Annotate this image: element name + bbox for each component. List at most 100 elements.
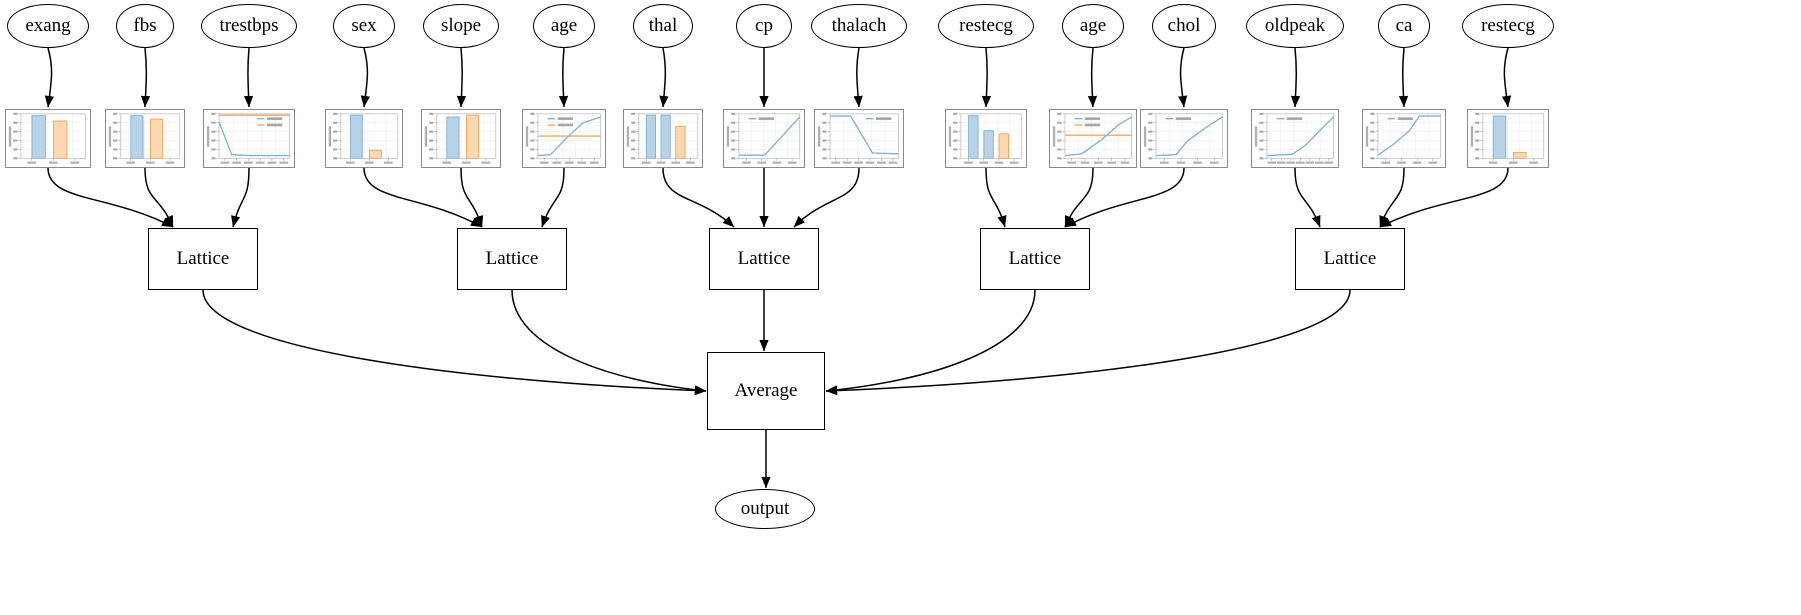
feature-node-fbs[interactable]: fbs [116,4,174,48]
feature-node-restecg[interactable]: restecg [938,4,1034,48]
feature-node-ca[interactable]: ca [1378,4,1430,48]
edge [1294,167,1321,228]
plot-svg [726,112,801,164]
feature-node-oldpeak[interactable]: oldpeak [1246,4,1344,48]
feature-label: restecg [959,15,1013,36]
edge [1178,47,1188,108]
feature-node-chol[interactable]: chol [1152,4,1216,48]
lattice-node-1[interactable]: Lattice [148,228,258,290]
calibrator-plot-ca[interactable] [1362,109,1446,168]
feature-node-restecg[interactable]: restecg [1462,4,1554,48]
lattice-label: Lattice [176,248,230,269]
calibrator-plot-slope[interactable] [421,109,501,168]
edge [144,167,174,228]
lattice-node-4[interactable]: Lattice [980,228,1090,290]
plot-svg [1143,112,1224,164]
edge [981,47,992,108]
plot-svg [108,112,181,164]
calibrator-plot-chol[interactable] [1140,109,1228,168]
edge [243,47,254,108]
plot-svg [948,112,1023,164]
plot-svg [1365,112,1442,164]
plot-svg [8,112,87,164]
calibrator-plot-age[interactable] [522,109,606,168]
calibrator-plot-thal[interactable] [623,109,703,168]
edge [202,289,707,396]
edge [363,167,483,228]
calibrator-plot-fbs[interactable] [105,109,185,168]
calibrator-plot-cp[interactable] [723,109,805,168]
plot-svg [525,112,602,164]
output-label: output [740,498,790,519]
average-label: Average [734,380,798,401]
lattice-node-5[interactable]: Lattice [1295,228,1405,290]
edge [360,47,370,108]
edge [456,47,467,108]
plot-svg [328,112,399,164]
edge [1379,167,1405,228]
plot-svg [424,112,497,164]
feature-node-exang[interactable]: exang [7,4,89,48]
plot-svg [1254,112,1335,164]
edge [558,47,569,108]
output-node[interactable]: output [715,489,815,529]
feature-node-sex[interactable]: sex [333,4,395,48]
edge [460,167,484,228]
edge [1290,47,1301,108]
feature-node-thal[interactable]: thal [633,4,693,48]
lattice-node-3[interactable]: Lattice [709,228,819,290]
feature-label: sex [351,15,377,36]
edge [541,167,565,228]
calibrator-plot-restecg[interactable] [945,109,1027,168]
calibrator-plot-exang[interactable] [5,109,91,168]
feature-label: thalach [831,15,887,36]
feature-label: trestbps [219,15,279,36]
feature-label: age [1079,15,1107,36]
edge [1064,167,1094,228]
calibrator-plot-thalach[interactable] [814,109,904,168]
feature-node-trestbps[interactable]: trestbps [201,4,297,48]
plot-svg [206,112,290,164]
calibrator-plot-restecg[interactable] [1467,109,1549,168]
edge [985,167,1007,228]
calibrator-plot-sex[interactable] [325,109,403,168]
calibrator-plot-age[interactable] [1049,109,1137,168]
feature-label: fbs [133,15,157,36]
edge [662,167,735,228]
edge [793,167,860,228]
plot-svg [1052,112,1132,164]
edge [1398,47,1409,108]
feature-label: oldpeak [1264,15,1326,36]
feature-label: thal [648,15,678,36]
feature-label: chol [1167,15,1201,36]
edge [1379,167,1509,228]
edge [1064,167,1185,228]
calibrator-plot-trestbps[interactable] [203,109,295,168]
lattice-label: Lattice [485,248,539,269]
edge [659,47,669,108]
feature-label: restecg [1481,15,1535,36]
plot-svg [817,112,899,164]
edge [44,47,55,108]
edge [47,167,174,228]
edge [825,289,1036,395]
edge [853,47,863,108]
lattice-label: Lattice [1008,248,1062,269]
feature-label: cp [755,15,773,36]
calibrator-plot-oldpeak[interactable] [1251,109,1339,168]
feature-node-cp[interactable]: cp [736,4,792,48]
feature-node-age[interactable]: age [1062,4,1124,48]
lattice-label: Lattice [1323,248,1377,269]
feature-label: exang [25,15,71,36]
lattice-node-2[interactable]: Lattice [457,228,567,290]
feature-node-slope[interactable]: slope [423,4,499,48]
feature-node-age[interactable]: age [533,4,595,48]
feature-label: ca [1395,15,1413,36]
lattice-label: Lattice [737,248,791,269]
plot-svg [1470,112,1545,164]
average-node[interactable]: Average [707,352,825,430]
edge [511,289,707,395]
feature-node-thalach[interactable]: thalach [811,4,907,48]
